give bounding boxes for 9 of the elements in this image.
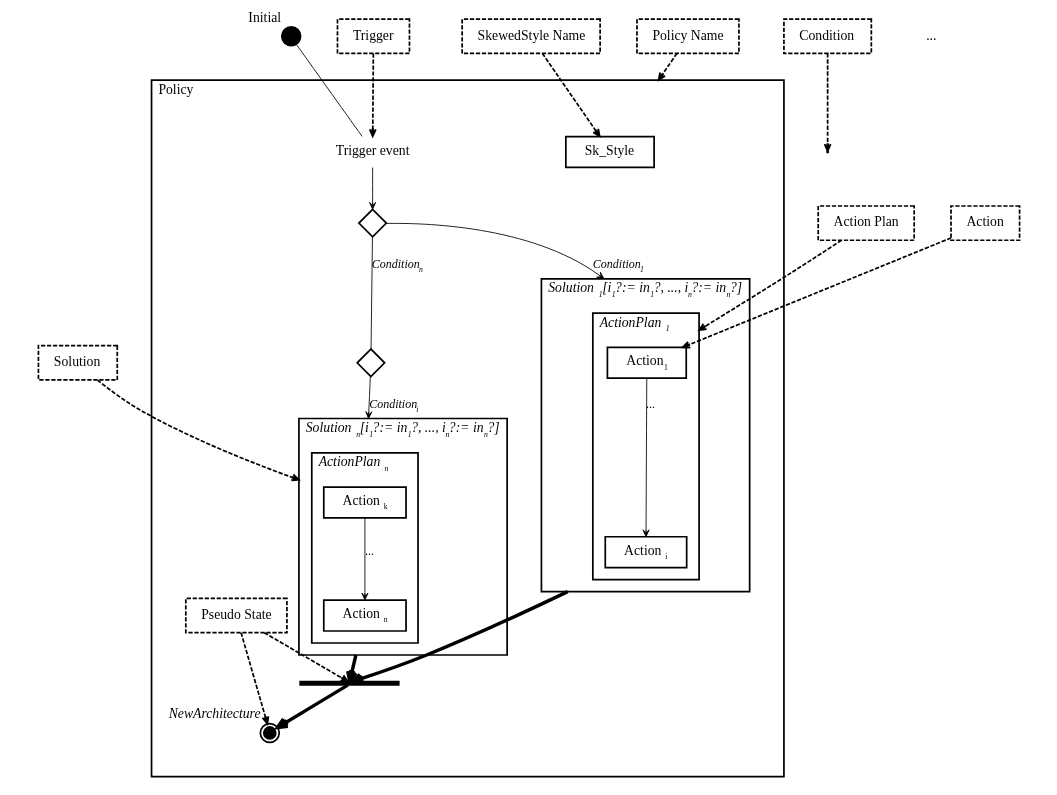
label: ...: [925, 27, 936, 43]
edge-label: Condition$_{n}$: [371, 256, 423, 275]
node-label: NewArchitecture: [168, 706, 261, 722]
edge-label: Condition$_{i}$: [368, 396, 418, 415]
node-text: Trigger event: [335, 143, 409, 159]
edge-label: ...: [364, 544, 374, 559]
edge-label: ...: [645, 397, 655, 412]
node-label: Initial: [247, 10, 281, 26]
edge-label: Condition$_{1}$: [592, 256, 644, 275]
